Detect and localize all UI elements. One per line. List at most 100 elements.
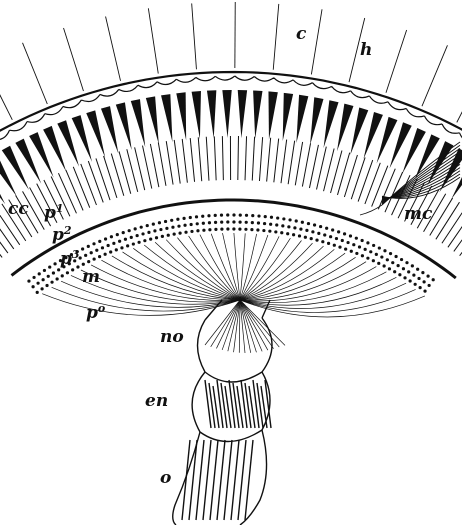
nerve-fibre bbox=[240, 283, 406, 308]
ganglion-cell bbox=[98, 255, 101, 258]
ganglion-cell bbox=[366, 241, 369, 244]
ganglion-cell bbox=[195, 215, 198, 218]
ganglion-cell bbox=[178, 231, 181, 234]
ganglion-cell bbox=[358, 245, 361, 248]
crystal-cone bbox=[283, 93, 293, 141]
crystal-cone bbox=[131, 99, 145, 147]
nerve-fibre bbox=[224, 440, 232, 520]
ganglion-cell bbox=[184, 231, 187, 234]
ganglion-cell bbox=[372, 244, 375, 247]
ganglion-cell bbox=[43, 269, 46, 272]
light-ray bbox=[0, 61, 12, 120]
ganglion-cell bbox=[361, 239, 364, 242]
ganglion-cell bbox=[130, 236, 133, 239]
ganglion-cell bbox=[394, 255, 397, 258]
ganglion-cell bbox=[220, 214, 223, 217]
ganglion-cell bbox=[298, 234, 301, 237]
rhabdom bbox=[365, 163, 380, 204]
label-p1: p1 bbox=[44, 203, 64, 222]
ganglion-cell bbox=[208, 221, 211, 224]
rhabdom bbox=[344, 155, 357, 197]
rhabdom bbox=[142, 146, 151, 189]
label-no: no bbox=[160, 329, 184, 346]
ganglion-cell bbox=[369, 250, 372, 253]
nerve-fibre bbox=[231, 440, 239, 520]
ganglion-cell bbox=[295, 219, 298, 222]
ganglion-cell bbox=[268, 230, 271, 233]
crystal-cone bbox=[207, 90, 216, 138]
nerve-fibre bbox=[238, 440, 246, 520]
ganglion-cell bbox=[276, 216, 279, 219]
light-ray bbox=[64, 28, 84, 91]
ganglion-cell bbox=[331, 228, 334, 231]
rhabdom bbox=[274, 139, 279, 183]
ganglion-cell bbox=[177, 225, 180, 228]
rhabdom bbox=[245, 136, 247, 180]
ganglion-cell bbox=[31, 285, 34, 288]
nerve-fibre bbox=[222, 300, 240, 350]
ganglion-cell bbox=[167, 234, 170, 237]
ganglion-cell bbox=[202, 222, 205, 225]
light-ray bbox=[311, 9, 322, 74]
crystal-cone bbox=[222, 90, 231, 138]
rhabdom bbox=[281, 140, 287, 184]
ganglion-cell bbox=[269, 223, 272, 226]
ganglion-cell bbox=[202, 229, 205, 232]
ganglion-cell bbox=[214, 228, 217, 231]
ganglion-cell bbox=[126, 244, 129, 247]
ganglion-cell bbox=[161, 235, 164, 238]
rhabdom bbox=[295, 142, 302, 185]
ganglion-cell bbox=[417, 277, 420, 280]
ganglion-cell bbox=[337, 230, 340, 233]
label-m: m bbox=[82, 269, 100, 286]
ganglion-cell bbox=[346, 241, 349, 244]
ganglion-cell bbox=[391, 261, 394, 264]
ganglion-cell bbox=[155, 236, 158, 239]
ganglion-cell bbox=[343, 232, 346, 235]
ganglion-cell bbox=[50, 281, 53, 284]
rhabdom bbox=[238, 136, 239, 180]
nerve-fibres bbox=[42, 233, 425, 353]
ganglion-cell bbox=[183, 224, 186, 227]
rhabdom bbox=[150, 144, 158, 187]
ganglion-cell bbox=[292, 233, 295, 236]
crystal-cone bbox=[350, 108, 368, 155]
ganglion-cell bbox=[383, 249, 386, 252]
rhabdom bbox=[111, 154, 124, 196]
ganglion-cell bbox=[338, 246, 341, 249]
ganglion-cell bbox=[389, 252, 392, 255]
ganglion-cell bbox=[98, 240, 101, 243]
ganglion-cell bbox=[317, 232, 320, 235]
nerve-fibre bbox=[217, 440, 225, 520]
ganglion-cell bbox=[226, 220, 229, 223]
ganglion-cell bbox=[293, 226, 296, 229]
ganglion-cell bbox=[361, 254, 364, 257]
nerve-fibre bbox=[211, 234, 240, 300]
ganglion-cell bbox=[143, 239, 146, 242]
ganglion-cell bbox=[110, 235, 113, 238]
ganglion-cell bbox=[226, 213, 229, 216]
ganglion-cell bbox=[264, 215, 267, 218]
ganglion-cell bbox=[270, 216, 273, 219]
nerve-fibre bbox=[112, 256, 240, 300]
label-p0: po bbox=[86, 303, 105, 322]
ganglion-cell bbox=[251, 221, 254, 224]
nerve-fibre bbox=[210, 440, 218, 520]
ganglion-cell bbox=[232, 220, 235, 223]
ganglion-cell bbox=[182, 217, 185, 220]
light-ray bbox=[422, 45, 447, 106]
rhabdom bbox=[182, 139, 187, 183]
ganglion-cell bbox=[134, 227, 137, 230]
nerve-fibre bbox=[216, 300, 240, 348]
ganglion-cell bbox=[176, 218, 179, 221]
crystal-cone bbox=[253, 90, 262, 138]
ganglion-cell bbox=[124, 238, 127, 241]
rhabdom bbox=[104, 156, 117, 198]
ganglion-cell bbox=[238, 227, 241, 230]
ganglion-cell bbox=[398, 273, 401, 276]
ganglion-cell bbox=[403, 276, 406, 279]
nerve-fibre bbox=[182, 440, 190, 520]
ganglion-cell bbox=[327, 242, 330, 245]
ganglion-cell bbox=[238, 220, 241, 223]
